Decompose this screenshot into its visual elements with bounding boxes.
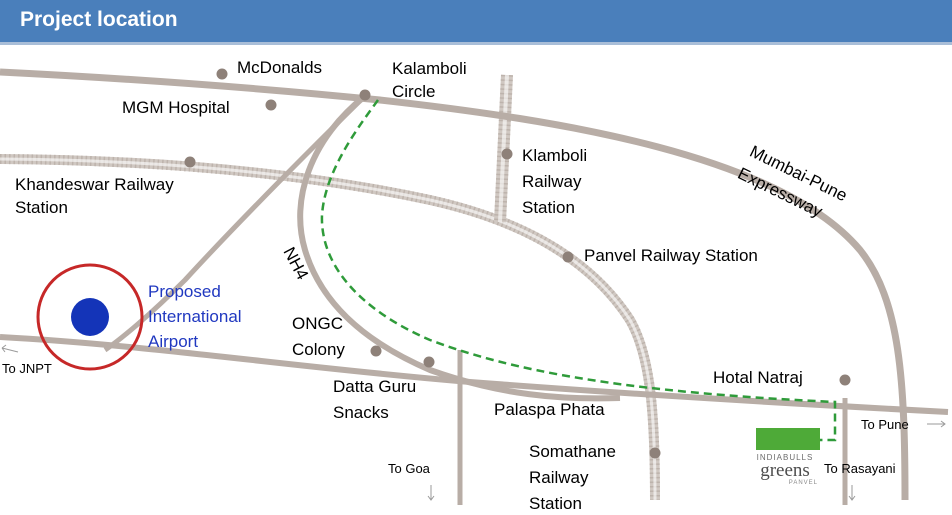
nh4-road bbox=[297, 93, 621, 402]
label-kalamboli-1: Kalamboli bbox=[392, 59, 467, 78]
indiabulls-greens-logo: INDIABULLS greens PANVEL bbox=[752, 428, 820, 486]
header-divider bbox=[0, 42, 952, 45]
dot-mcdonalds bbox=[216, 68, 228, 80]
location-dots bbox=[184, 68, 851, 459]
label-mgm-hospital: MGM Hospital bbox=[122, 98, 230, 117]
label-hotal-natraj: Hotal Natraj bbox=[713, 368, 803, 387]
label-somathane-1: Somathane bbox=[529, 442, 616, 461]
dot-ongc-colony bbox=[370, 345, 382, 357]
mumbai-pune-expressway bbox=[0, 68, 909, 501]
airport-marker bbox=[71, 298, 109, 336]
page-title: Project location bbox=[20, 8, 178, 31]
dot-hotal-natraj bbox=[839, 374, 851, 386]
logo-line-3: PANVEL bbox=[788, 480, 818, 486]
label-to-rasayani: To Rasayani bbox=[824, 461, 896, 476]
label-ongc-2: Colony bbox=[292, 340, 345, 359]
label-ongc-1: ONGC bbox=[292, 314, 343, 333]
route-to-project bbox=[320, 99, 837, 442]
label-klamboli-2: Railway bbox=[522, 172, 582, 191]
label-klamboli-3: Station bbox=[522, 198, 575, 217]
label-to-pune: To Pune bbox=[861, 417, 909, 432]
label-somathane-3: Station bbox=[529, 494, 582, 513]
label-khandeswar-2: Station bbox=[15, 198, 68, 217]
airport-road bbox=[103, 94, 367, 353]
label-panvel-station: Panvel Railway Station bbox=[584, 246, 758, 265]
arrow-to-goa bbox=[427, 485, 435, 501]
dot-somathane-station bbox=[649, 447, 661, 459]
dot-panvel-station bbox=[562, 251, 574, 263]
logo-green-bar bbox=[756, 428, 820, 450]
dot-klamboli-station bbox=[501, 148, 513, 160]
dot-datta-guru bbox=[423, 356, 435, 368]
label-airport-1: Proposed bbox=[148, 282, 221, 301]
label-mcdonalds: McDonalds bbox=[237, 58, 323, 77]
label-datta-2: Snacks bbox=[333, 403, 389, 422]
label-somathane-2: Railway bbox=[529, 468, 589, 487]
dot-mgm-hospital bbox=[265, 99, 277, 111]
arrow-to-jnpt bbox=[1, 344, 19, 353]
label-kalamboli-2: Circle bbox=[392, 82, 436, 101]
dot-kalamboli-circle bbox=[359, 89, 371, 101]
label-airport-2: International bbox=[148, 307, 242, 326]
direction-arrows bbox=[1, 344, 946, 501]
logo-line-1: INDIABULLS bbox=[756, 453, 814, 462]
klamboli-railway-track bbox=[494, 74, 513, 223]
label-datta-1: Datta Guru bbox=[333, 377, 417, 396]
logo-line-2: greens bbox=[760, 460, 810, 481]
label-khandeswar-1: Khandeswar Railway bbox=[15, 175, 174, 194]
header-bar: Project location bbox=[0, 0, 952, 42]
label-airport-3: Airport bbox=[148, 332, 199, 351]
arrow-to-pune bbox=[927, 420, 946, 428]
label-palaspa-phata: Palaspa Phata bbox=[494, 400, 605, 419]
airport-ring bbox=[36, 263, 144, 371]
label-to-goa: To Goa bbox=[388, 461, 430, 476]
arrow-to-rasayani bbox=[848, 485, 856, 501]
label-klamboli-1: Klamboli bbox=[522, 146, 588, 165]
dot-khandeswar-station bbox=[184, 156, 196, 168]
main-highway bbox=[0, 334, 949, 415]
label-to-jnpt: To JNPT bbox=[2, 361, 52, 376]
